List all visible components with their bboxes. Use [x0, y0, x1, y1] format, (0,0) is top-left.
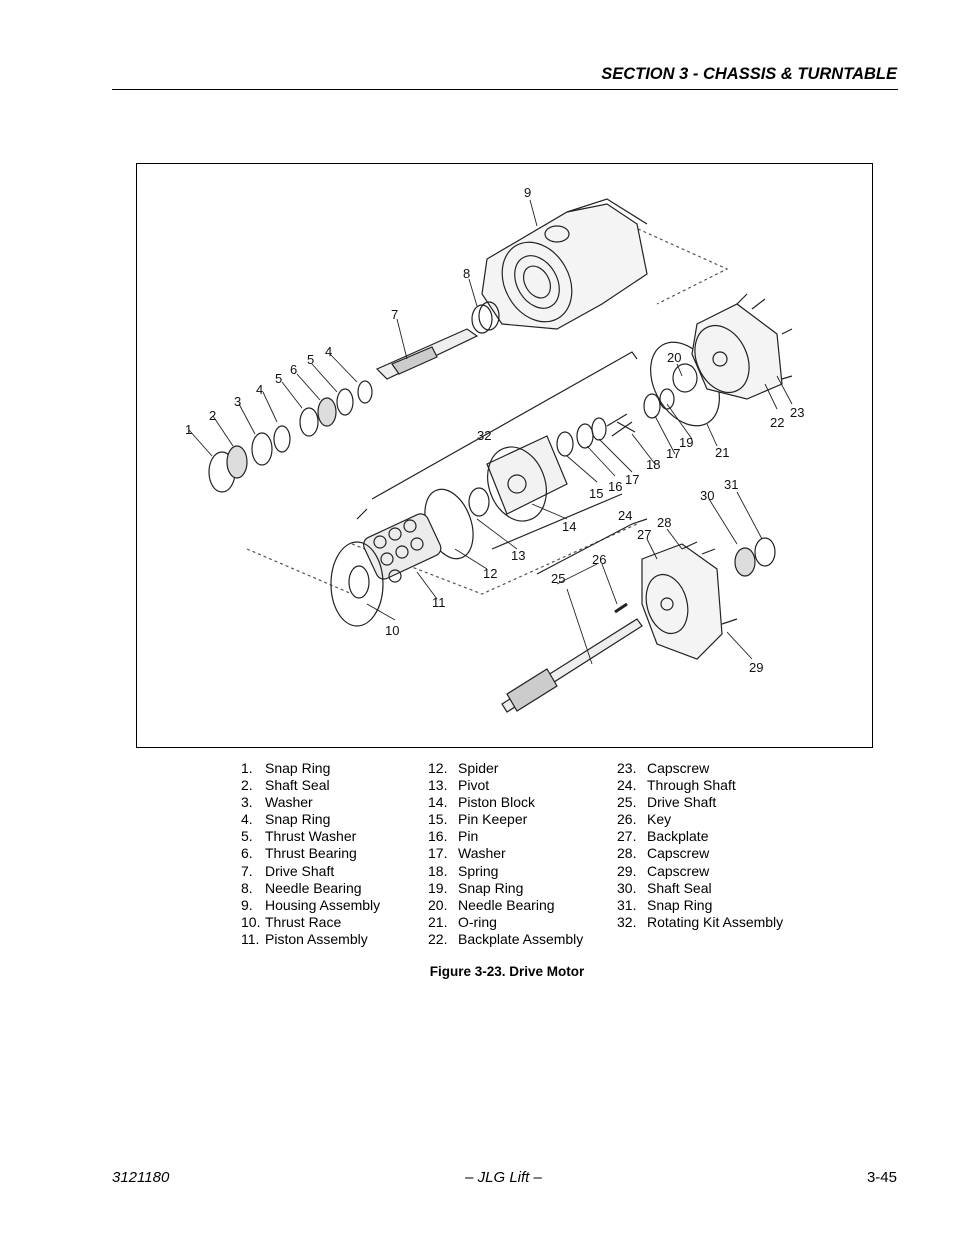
callout-5: 5 [275, 371, 282, 386]
section-title: SECTION 3 - CHASSIS & TURNTABLE [601, 65, 897, 83]
bracket-24 [536, 518, 648, 575]
callout-13: 13 [511, 548, 525, 563]
callout-26: 26 [592, 552, 606, 567]
callout-18: 18 [646, 457, 660, 472]
callout-32: 32 [477, 428, 491, 443]
housing-assembly [481, 198, 648, 330]
callout-9: 9 [524, 185, 531, 200]
callout-28: 28 [657, 515, 671, 530]
backplate-27 [641, 541, 738, 660]
callout-17: 17 [625, 472, 639, 487]
piston-block-14 [486, 435, 568, 522]
callout-14: 14 [562, 519, 576, 534]
callout-15: 15 [589, 486, 603, 501]
doc-number: 3121180 [112, 1169, 170, 1186]
callout-29: 29 [749, 660, 763, 675]
callout-5b: 5 [307, 352, 314, 367]
callout-1: 1 [185, 422, 192, 437]
callout-7: 7 [391, 307, 398, 322]
callout-22: 22 [770, 415, 784, 430]
callout-4: 4 [256, 382, 263, 397]
callout-10: 10 [385, 623, 399, 638]
exploded-view-figure: 1 2 3 4 4 5 5 6 7 8 9 10 11 12 13 14 15 … [136, 163, 873, 748]
publisher-footer: – JLG Lift – [465, 1169, 542, 1186]
callout-24: 24 [618, 508, 632, 523]
drive-motor-illustration: 1 2 3 4 4 5 5 6 7 8 9 10 11 12 13 14 15 … [185, 185, 804, 713]
drive-shaft-25 [501, 618, 643, 713]
leader-lines [188, 199, 793, 665]
key-26 [614, 602, 628, 614]
callout-16: 16 [608, 479, 622, 494]
shaft-seal-30 [734, 547, 756, 577]
header-divider [112, 89, 898, 90]
callout-20: 20 [667, 350, 681, 365]
snap-ring-31 [754, 537, 776, 567]
callout-6: 6 [290, 362, 297, 377]
callout-4b: 4 [325, 344, 332, 359]
callout-30: 30 [700, 488, 714, 503]
needle-bearing-20 [672, 363, 698, 393]
drive-shaft-7 [375, 328, 479, 380]
callout-12: 12 [483, 566, 497, 581]
callout-23: 23 [790, 405, 804, 420]
bracket-32 [371, 351, 638, 500]
thrust-race-10 [330, 541, 384, 627]
callout-21: 21 [715, 445, 729, 460]
bracket-lower [356, 493, 623, 550]
callout-2: 2 [209, 408, 216, 423]
page-number: 3-45 [866, 1169, 897, 1186]
callout-17b: 17 [666, 446, 680, 461]
seal-rings [208, 380, 373, 493]
spring-stack [556, 388, 675, 457]
figure-caption: Figure 3-23. Drive Motor [429, 964, 585, 979]
callout-11: 11 [432, 595, 446, 610]
callout-27: 27 [637, 527, 651, 542]
callout-3: 3 [234, 394, 241, 409]
backplate-assembly-22 [691, 293, 793, 400]
grouping-dashes [246, 223, 729, 595]
callout-8: 8 [463, 266, 470, 281]
callout-19: 19 [679, 435, 693, 450]
pivot-13 [468, 487, 490, 517]
callout-31: 31 [724, 477, 738, 492]
callout-25: 25 [551, 571, 565, 586]
needle-bearing-8 [471, 301, 500, 334]
piston-assembly-11 [363, 513, 442, 583]
